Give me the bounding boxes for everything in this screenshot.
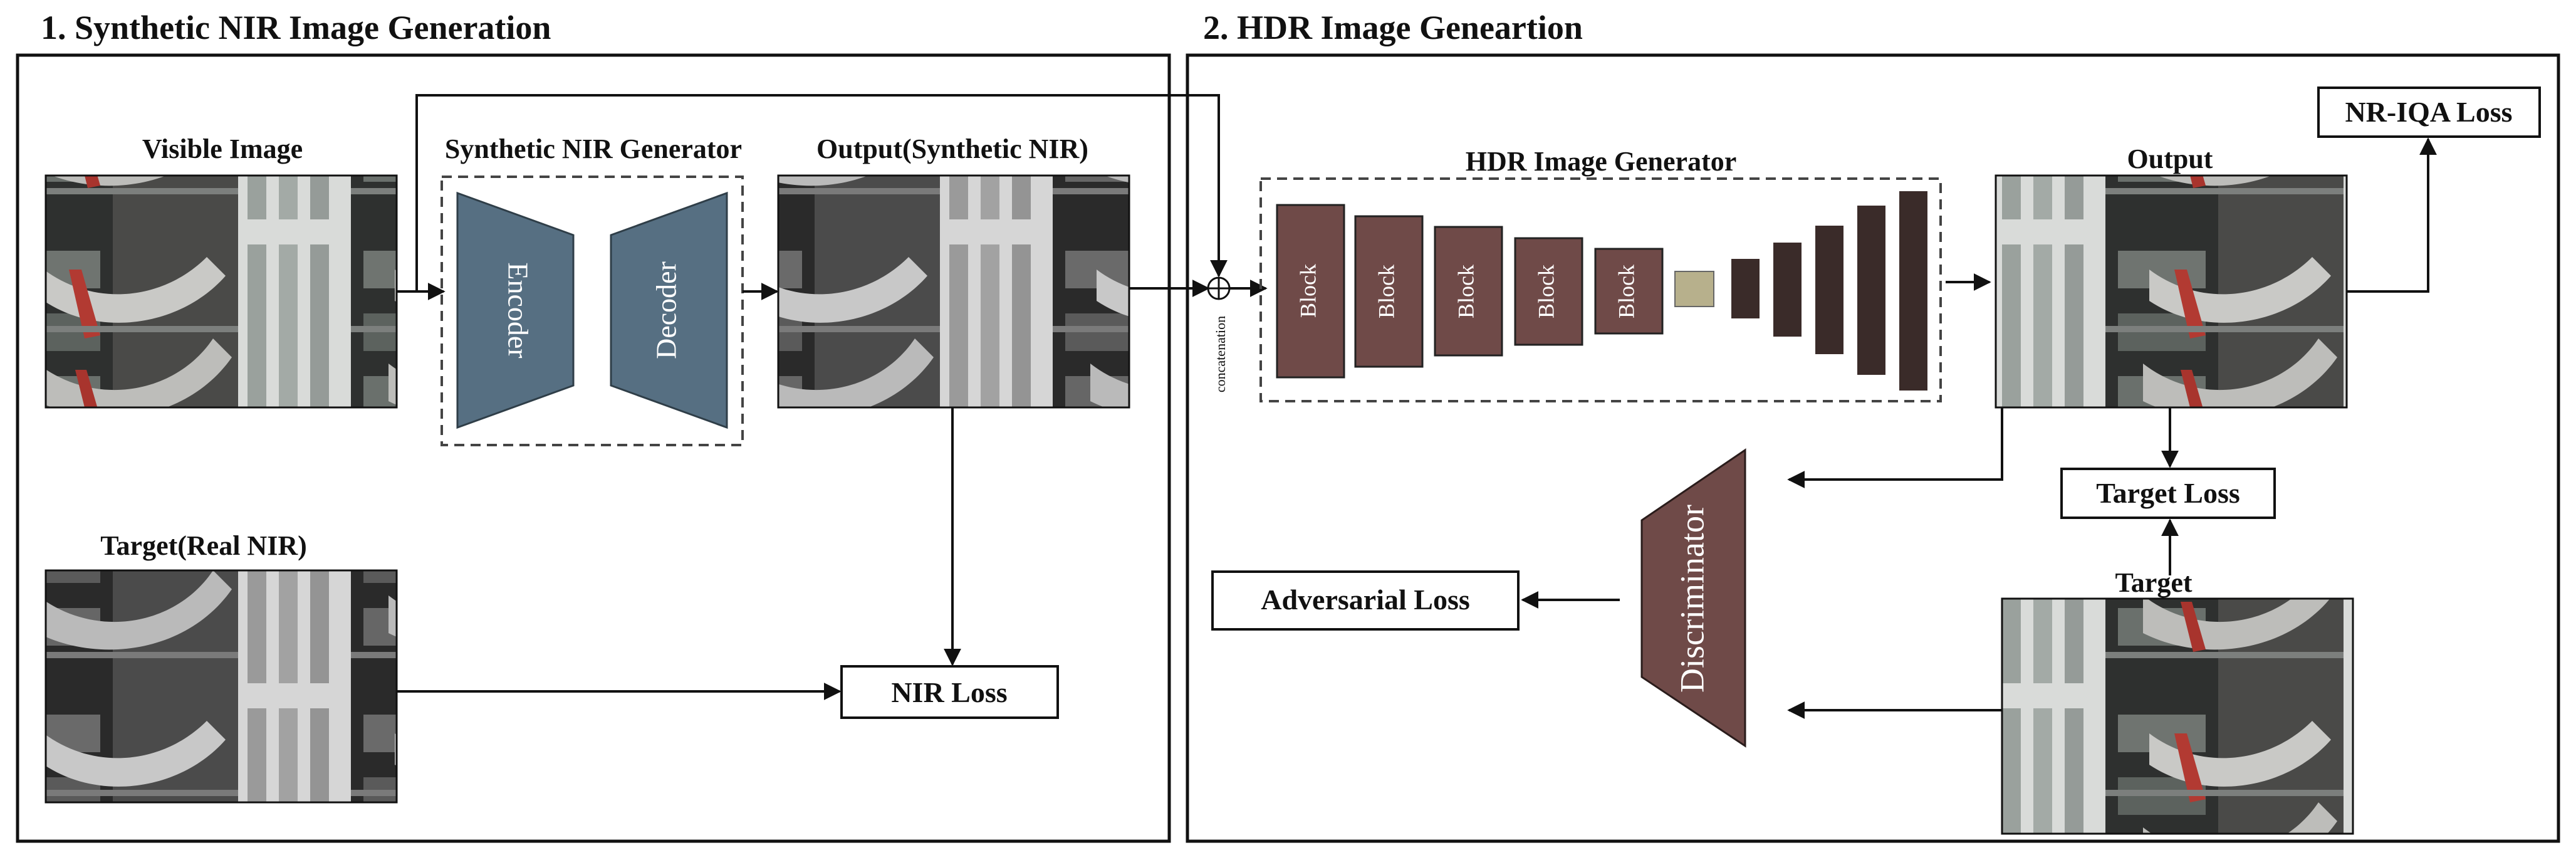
hdr-block-label: Block [1453,265,1478,318]
arrow-output-to-nr-iqa-loss [2347,137,2437,293]
visible-image [44,174,398,409]
output-label: Output [2127,144,2213,174]
nr-iqa-loss-label: NR-IQA Loss [2345,96,2512,128]
target-real-nir-image [44,569,398,804]
decoder-bar [1773,243,1802,337]
hdr-image-generator-label: HDR Image Generator [1466,146,1737,177]
decoder: Decoder [610,191,728,429]
target-loss-box [2060,468,2276,519]
hdr-block: Block [1354,215,1424,368]
adversarial-loss-label: Adversarial Loss [1261,584,1470,616]
section1-frame [16,53,1171,843]
discriminator-label: Discriminator [1673,505,1711,693]
output-synthetic-nir-label: Output(Synthetic NIR) [816,134,1088,164]
nir-loss-label: NIR Loss [891,676,1007,708]
hdr-block-label: Block [1374,265,1399,318]
bottleneck-block [1674,271,1714,307]
hdr-block-label: Block [1533,265,1558,318]
target-real-nir-label: Target(Real NIR) [100,530,307,561]
hdr-image-generator-box [1259,177,1942,402]
arrow-output-to-discriminator [1787,407,2003,488]
hdr-block: Block [1434,226,1503,357]
encoder: Encoder [456,191,575,429]
section2-frame [1186,53,2560,843]
hdr-block-label: Block [1614,265,1639,318]
discriminator: Discriminator [1640,448,1746,748]
section1-title: 1. Synthetic NIR Image Generation [41,9,551,46]
decoder-bar [1731,259,1760,318]
hdr-block-label: Block [1295,264,1320,318]
hdr-block: Block [1514,237,1583,346]
section2-title: 2. HDR Image Geneartion [1203,9,1583,46]
synthetic-nir-generator-label: Synthetic NIR Generator [445,134,742,164]
arrow-visible-to-concat [415,94,1228,291]
visible-image-label: Visible Image [142,134,303,164]
decoder-bar [1899,191,1927,391]
decoder-label: Decoder [650,261,682,359]
hdr-block: Block [1276,204,1345,379]
hdr-block: Block [1594,248,1664,335]
concatenation-symbol [1207,276,1231,300]
adversarial-loss-box [1211,570,1520,631]
concatenation-label: concatenation [1212,316,1228,392]
nr-iqa-loss-box [2317,87,2541,138]
target-loss-label: Target Loss [2096,477,2240,509]
target-label: Target [2115,567,2192,598]
decoder-bar [1857,206,1885,375]
decoder-bar [1815,226,1843,354]
synthetic-nir-generator-box [441,176,744,446]
encoder-label: Encoder [502,262,534,358]
output-hdr-image [1995,174,2348,409]
nir-loss-box [840,665,1059,719]
output-synthetic-nir-image [777,174,1130,409]
target-image [2001,597,2354,835]
